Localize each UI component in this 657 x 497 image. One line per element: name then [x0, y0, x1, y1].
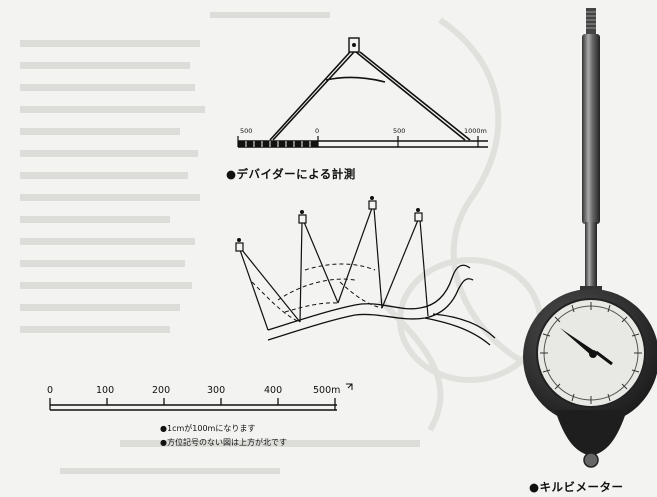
map-scale-label: 0	[47, 385, 54, 396]
dial-needle	[560, 328, 596, 356]
divider-legs	[269, 51, 471, 141]
divider-caption: ●デバイダーによる計測	[226, 167, 356, 181]
divider-steps	[239, 207, 429, 331]
dial-ticks	[540, 302, 642, 404]
divider-scale-label: 500	[393, 127, 406, 135]
curvimeter-thread	[586, 8, 596, 36]
curvimeter-wheel	[583, 452, 599, 468]
north-note: ●方位記号のない図は上方が北です	[160, 438, 287, 447]
map-scale-label: 400	[264, 385, 283, 396]
divider-scale-label: 0	[315, 127, 320, 135]
map-scale-label: 500m	[313, 385, 341, 396]
route-path	[267, 264, 496, 346]
divider-scale-label: 500	[240, 127, 253, 135]
divider-scale-label: 1000m	[464, 127, 487, 135]
scale-note: ●1cmが100mになります	[160, 424, 256, 433]
map-scale-label: 300	[207, 385, 226, 396]
curvimeter-caption: ●キルビメーター	[529, 480, 624, 494]
map-scale-label: 100	[96, 385, 115, 396]
divider-scale-bar	[237, 136, 488, 148]
curvimeter-handle	[582, 34, 600, 224]
map-scale-label: 200	[152, 385, 171, 396]
